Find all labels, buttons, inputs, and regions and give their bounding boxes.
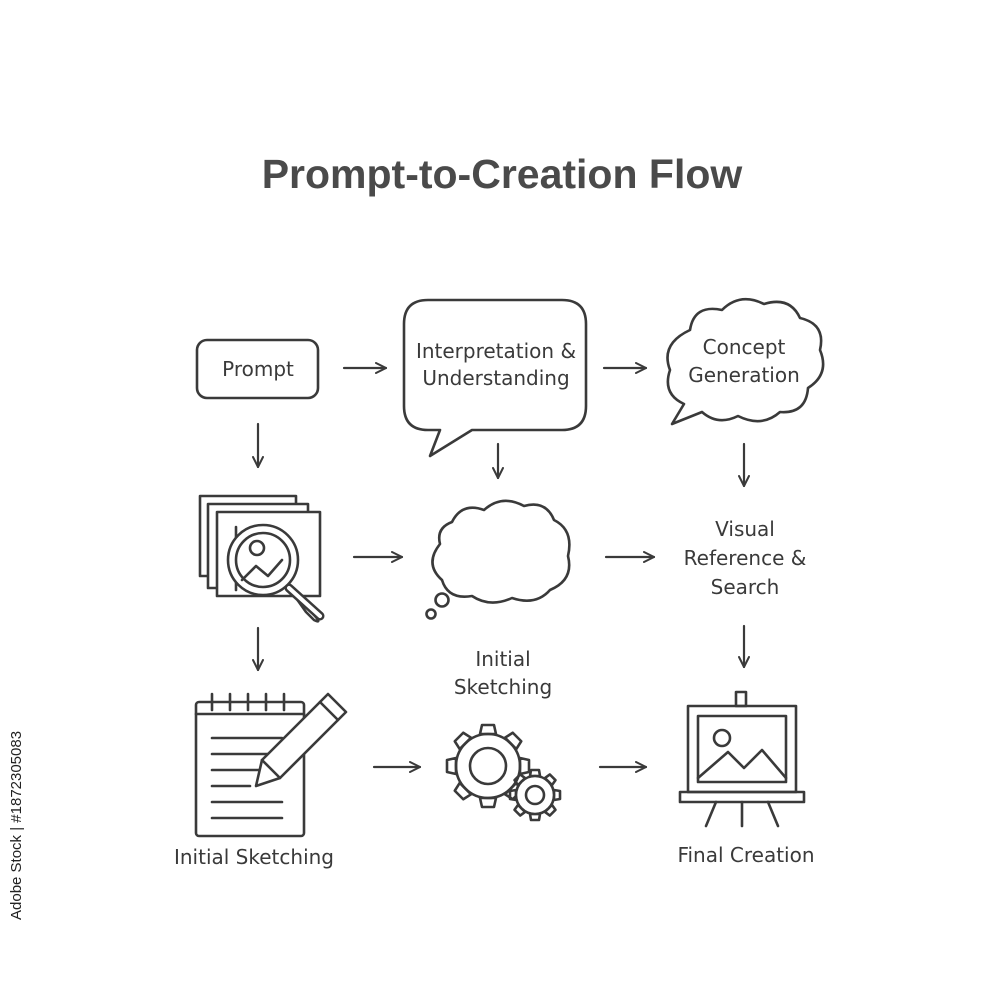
image-search-icon: [198, 494, 325, 623]
concept-node: Concept Generation: [666, 297, 825, 426]
interpretation-label-line1: Interpretation &: [416, 339, 576, 363]
thought-cloud-icon: [425, 499, 571, 620]
page-title: Prompt-to-Creation Flow: [262, 151, 743, 197]
prompt-node: Prompt: [195, 338, 320, 400]
initial-sketching-label: Initial Sketching: [174, 845, 334, 869]
visual-reference-line3: Search: [711, 575, 780, 599]
interpretation-label-line2: Understanding: [422, 366, 569, 390]
concept-label-line2: Generation: [688, 363, 800, 387]
initial-sketching-center-line2: Sketching: [454, 675, 552, 699]
final-creation-label: Final Creation: [677, 843, 814, 867]
visual-reference-node: Visual Reference & Search: [684, 517, 807, 599]
notepad-pencil-icon: [194, 692, 348, 838]
concept-label-line1: Concept: [703, 335, 786, 359]
initial-sketching-center-line1: Initial: [475, 647, 530, 671]
visual-reference-line1: Visual: [715, 517, 775, 541]
interpretation-node: Interpretation & Understanding: [402, 298, 588, 458]
stock-id-text: Adobe Stock | #1872305083: [8, 730, 25, 920]
gears-icon: [445, 723, 562, 822]
easel-picture-icon: [678, 690, 806, 828]
prompt-label: Prompt: [222, 357, 294, 381]
visual-reference-line2: Reference &: [684, 546, 807, 570]
